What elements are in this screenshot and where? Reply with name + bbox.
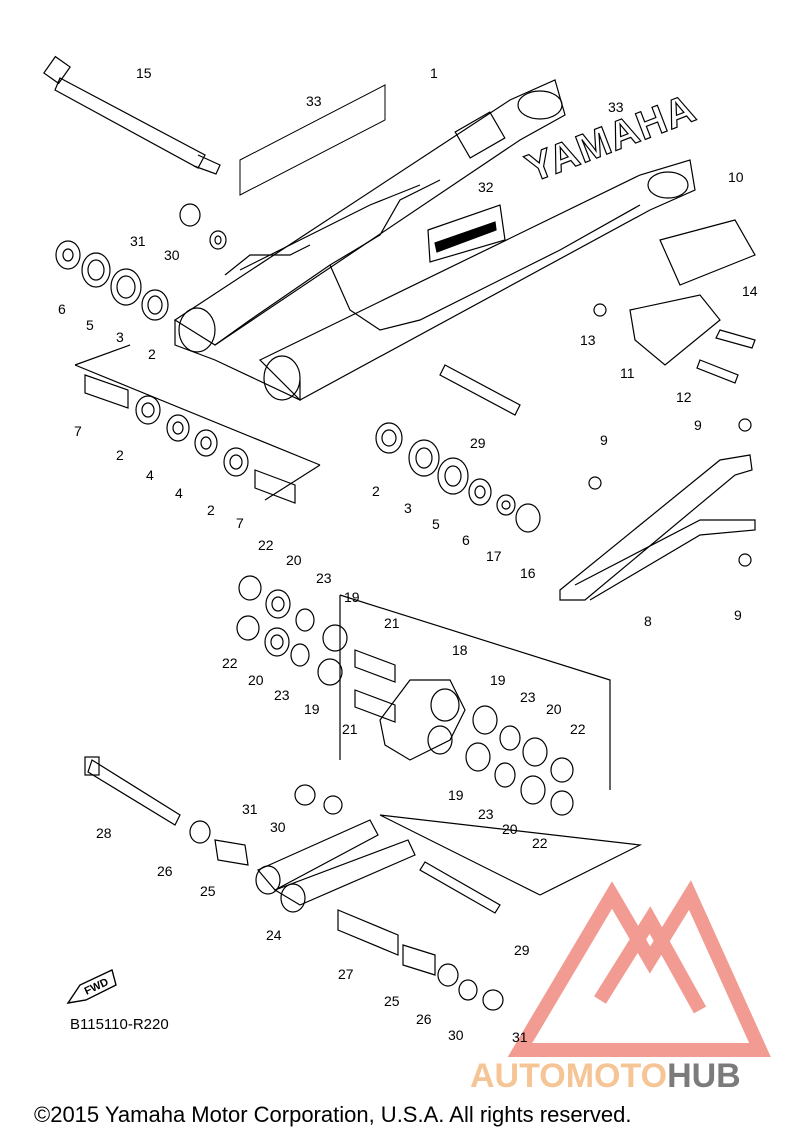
callout-30-mid: 30 <box>270 819 286 835</box>
callout-21-b: 21 <box>342 721 358 737</box>
callout-4-a: 4 <box>146 467 154 483</box>
callout-2-a: 2 <box>116 447 124 463</box>
callout-22-c: 22 <box>570 721 586 737</box>
chain-slider <box>559 418 756 601</box>
callout-1: 1 <box>430 65 438 81</box>
callout-2-b: 2 <box>207 502 215 518</box>
callout-6-left: 6 <box>58 301 66 317</box>
pivot-shaft-15 <box>43 55 221 175</box>
callout-23-d: 23 <box>478 806 494 822</box>
callout-31-bottom: 31 <box>512 1029 528 1045</box>
callout-16: 16 <box>520 565 536 581</box>
callout-30-bottom: 30 <box>448 1027 464 1043</box>
watermark-part2: HUB <box>667 1057 741 1095</box>
callout-20-d: 20 <box>502 821 518 837</box>
callout-29-bottom: 29 <box>514 942 530 958</box>
callout-24: 24 <box>266 927 282 943</box>
pivot-bearings-right <box>375 364 541 533</box>
callout-30-top: 30 <box>164 247 180 263</box>
callout-5-left: 5 <box>86 317 94 333</box>
fwd-arrow-icon <box>66 969 117 1004</box>
callout-7-bottom: 7 <box>236 515 244 531</box>
copyright-notice: ©2015 Yamaha Motor Corporation, U.S.A. A… <box>34 1102 632 1127</box>
callout-7-top: 7 <box>74 423 82 439</box>
connecting-rods <box>84 756 643 1011</box>
callout-2-left: 2 <box>148 346 156 362</box>
callout-19-b: 19 <box>490 672 506 688</box>
callout-2-right: 2 <box>372 483 380 499</box>
callout-9-mid: 9 <box>600 432 608 448</box>
callout-20-c: 20 <box>546 701 562 717</box>
callout-18: 18 <box>452 642 468 658</box>
callout-28: 28 <box>96 825 112 841</box>
callout-25-top: 25 <box>200 883 216 899</box>
callout-33-left: 33 <box>306 93 322 109</box>
callout-22-a: 22 <box>258 537 274 553</box>
callout-26-bottom: 26 <box>416 1011 432 1027</box>
watermark-part1: AUTOMOTO <box>470 1057 668 1095</box>
callout-9-bottom: 9 <box>734 607 742 623</box>
callout-14: 14 <box>742 283 758 299</box>
watermark-logo <box>507 880 771 1057</box>
callout-4-b: 4 <box>175 485 183 501</box>
callout-20-b: 20 <box>248 672 264 688</box>
pivot-bearings-left <box>55 203 227 321</box>
diagram-code: B115110-R220 <box>70 1016 169 1033</box>
callout-22-d: 22 <box>532 835 548 851</box>
callout-17: 17 <box>486 548 502 564</box>
watermark-text: AUTOMOTOHUB <box>470 1057 741 1096</box>
callout-31-top: 31 <box>130 233 146 249</box>
callout-31-mid: 31 <box>242 801 258 817</box>
callout-20-a: 20 <box>286 552 302 568</box>
callout-22-b: 22 <box>222 655 238 671</box>
callout-3-right: 3 <box>404 500 412 516</box>
callout-26-top: 26 <box>157 863 173 879</box>
callout-29-top: 29 <box>470 435 486 451</box>
callout-19-a: 19 <box>344 589 360 605</box>
callout-10: 10 <box>728 169 744 185</box>
callout-19-c: 19 <box>304 701 320 717</box>
callout-27: 27 <box>338 966 354 982</box>
callout-23-b: 23 <box>274 687 290 703</box>
callout-6-right: 6 <box>462 532 470 548</box>
swingarm <box>173 79 696 401</box>
callout-32: 32 <box>478 179 494 195</box>
callout-11: 11 <box>620 365 635 381</box>
collars-and-bearings-lower-left <box>74 344 321 504</box>
callout-21-a: 21 <box>384 615 400 631</box>
callout-33-right: 33 <box>608 99 624 115</box>
callout-15: 15 <box>136 65 152 81</box>
chain-guide <box>593 219 756 384</box>
callout-3-left: 3 <box>116 329 124 345</box>
callout-8: 8 <box>644 613 652 629</box>
callout-19-d: 19 <box>448 787 464 803</box>
callout-23-a: 23 <box>316 570 332 586</box>
callout-25-bottom: 25 <box>384 993 400 1009</box>
callout-5-right: 5 <box>432 516 440 532</box>
relay-arm-linkage <box>236 575 611 816</box>
callout-12: 12 <box>676 389 692 405</box>
callout-23-c: 23 <box>520 689 536 705</box>
callout-13: 13 <box>580 332 596 348</box>
callout-9-right: 9 <box>694 417 702 433</box>
decal-33-left <box>239 84 386 196</box>
